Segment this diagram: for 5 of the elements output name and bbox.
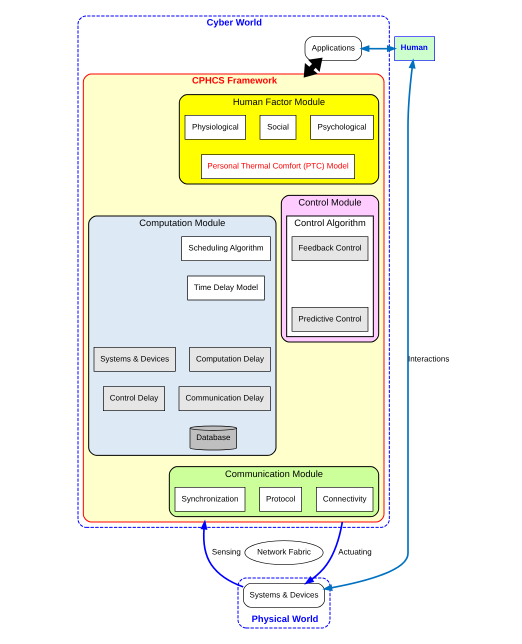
arrow bbox=[304, 58, 323, 78]
arrow bbox=[322, 58, 416, 592]
arrow bbox=[200, 520, 244, 588]
arrow bbox=[304, 522, 344, 585]
arrow bbox=[359, 45, 397, 52]
